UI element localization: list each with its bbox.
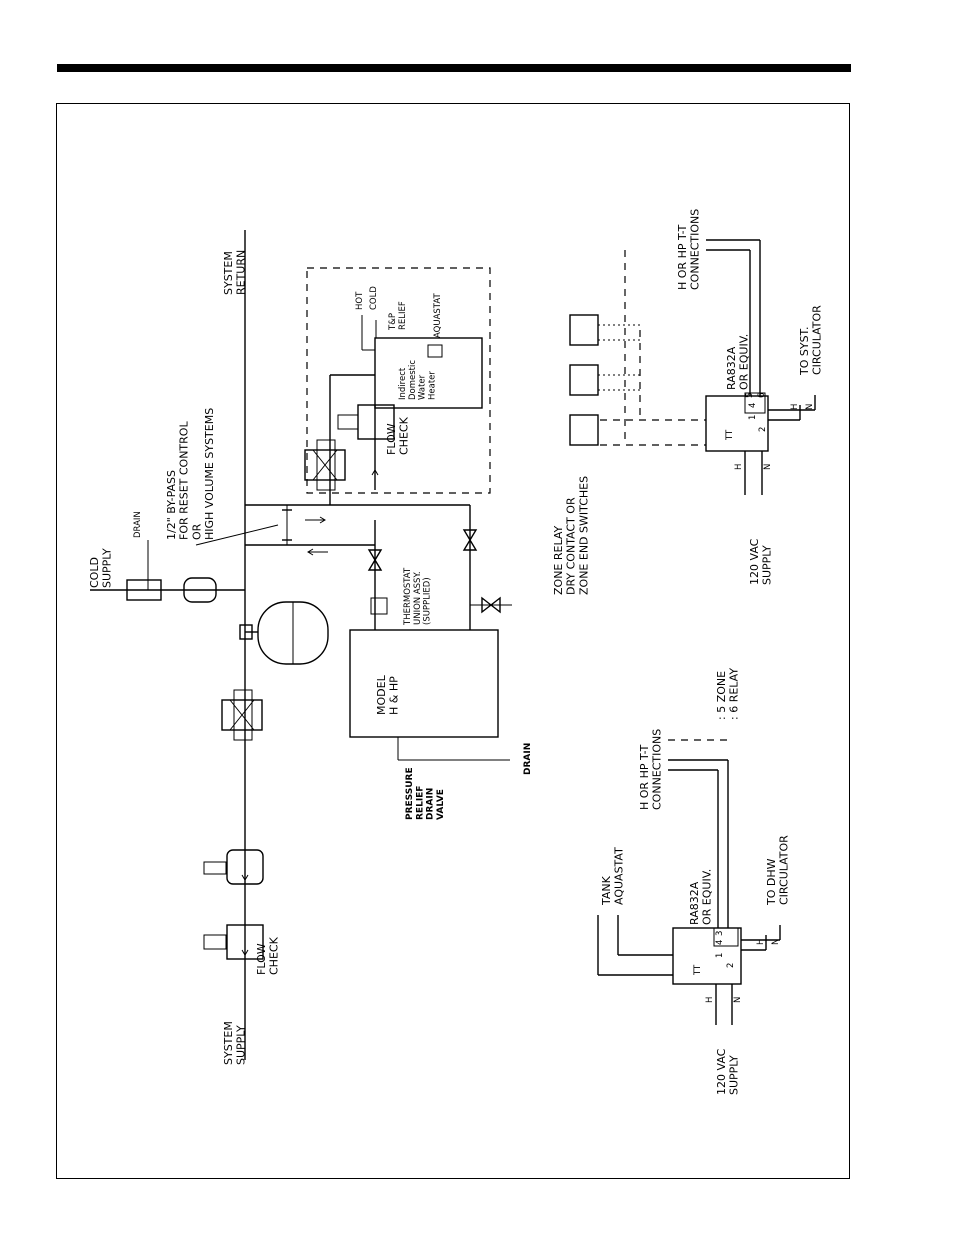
- wiring-lower: [597, 739, 781, 1025]
- drain-bottom-label: DRAIN: [523, 743, 533, 775]
- valve-icon: [367, 549, 383, 571]
- terminal-3: 3: [715, 931, 725, 936]
- pump-icon: [221, 689, 263, 741]
- shutoff-valve-icon: [126, 579, 162, 601]
- zone-relay-label: ZONE RELAYDRY CONTACT ORZONE END SWITCHE…: [552, 476, 590, 595]
- labels: SYSTEMSUPPLY SYSTEMRETURN FLOWCHECK FLOW…: [88, 209, 824, 1095]
- vac-supply-label: 120 VACSUPPLY: [715, 1048, 741, 1095]
- wiring-upper: [569, 239, 816, 495]
- h-terminal: H: [756, 939, 766, 945]
- header-rule: [57, 64, 851, 72]
- zone-switch-icon: [569, 364, 599, 396]
- pressure-relief-label: PRESSURERELIEFDRAINVALVE: [405, 767, 446, 820]
- zone-relay-5-6-label: : 5 ZONE: 6 RELAY: [715, 668, 741, 720]
- tank-aquastat-label: TANKAQUASTAT: [600, 847, 626, 906]
- n-terminal: N: [733, 997, 743, 1003]
- arrow-icon: [371, 469, 379, 490]
- n-terminal: N: [771, 939, 781, 945]
- terminal-4: 4: [748, 403, 758, 408]
- h-terminal: H: [790, 404, 800, 410]
- flow-check-label: FLOWCHECK: [255, 936, 281, 975]
- piping: [90, 230, 512, 1060]
- ra832a-label: RA832AOR EQUIV.: [725, 334, 751, 390]
- diagram-frame: [56, 103, 850, 1179]
- hot-label: HOT: [355, 291, 365, 310]
- zone-switch-icon: [569, 414, 599, 446]
- n-terminal: N: [763, 464, 773, 470]
- h-terminal: H: [705, 997, 715, 1003]
- flow-check-label: FLOWCHECK: [385, 416, 411, 455]
- zone-switch-icon: [569, 314, 599, 346]
- flow-check-icon: [203, 849, 264, 885]
- cold-label: COLD: [369, 286, 379, 310]
- valve-icon: [462, 529, 478, 551]
- model-label: MODELH & HP: [375, 674, 401, 715]
- terminal-4: 4: [715, 940, 725, 945]
- indirect-water-heater: [374, 337, 483, 409]
- vac-supply-label: 120 VACSUPPLY: [748, 538, 774, 585]
- thermostat-union-icon: [370, 597, 388, 615]
- indirect-heater-boundary: [306, 267, 491, 494]
- boiler-model-h-hp: [349, 629, 499, 738]
- ra832a-relay-lower: [672, 927, 742, 985]
- drain-valve-icon: [481, 596, 501, 614]
- tp-relief-label: T&PRELIEF: [388, 301, 408, 331]
- ra832a-label: RA832AOR EQUIV.: [688, 869, 714, 925]
- drain-label: DRAIN: [133, 511, 143, 538]
- arrow-icon: [307, 548, 328, 556]
- to-dhw-circulator-label: TO DHWCIRCULATOR: [765, 835, 791, 906]
- n-terminal: N: [805, 404, 815, 410]
- terminal-1: 1: [715, 953, 725, 958]
- thermostat-union-label: THERMOSTATUNION ASSY.(SUPPLIED): [403, 567, 433, 626]
- bypass-leader: [195, 524, 279, 546]
- ra832a-relay-upper: [705, 395, 769, 452]
- cold-supply-label: COLDSUPPLY: [88, 548, 114, 588]
- terminal-1: 1: [748, 415, 758, 420]
- aquastat-label: AQUASTAT: [433, 293, 443, 338]
- terminal-6: 6: [757, 393, 767, 398]
- flow-check-icon: [203, 924, 264, 960]
- arrow-icon: [305, 516, 326, 524]
- system-supply-label: SYSTEMSUPPLY: [222, 1021, 248, 1065]
- aquastat-well: [427, 344, 443, 358]
- tank-fitting: [239, 624, 253, 640]
- h-terminal: H: [734, 464, 744, 470]
- bypass-label: 1/2" BY-PASSFOR RESET CONTROLORHIGH VOLU…: [165, 408, 216, 540]
- tt-terminal-label: TT: [725, 429, 735, 441]
- to-syst-circulator-label: TO SYST.CIRCULATOR: [798, 305, 824, 376]
- reducing-valve-icon: [183, 577, 217, 603]
- terminal-5: 5: [745, 393, 755, 398]
- tt-connections-label: H OR HP T-TCONNECTIONS: [638, 729, 664, 810]
- terminal-2: 2: [726, 963, 736, 968]
- system-return-label: SYSTEMRETURN: [222, 250, 248, 295]
- tt-connections-label: H OR HP T-TCONNECTIONS: [676, 209, 702, 290]
- terminal-2: 2: [758, 427, 768, 432]
- tt-terminal-label: TT: [693, 964, 703, 976]
- flow-check-icon: [337, 404, 395, 440]
- indirect-heater-label: IndirectDomesticWaterHeater: [398, 360, 437, 400]
- pump-icon: [304, 439, 346, 491]
